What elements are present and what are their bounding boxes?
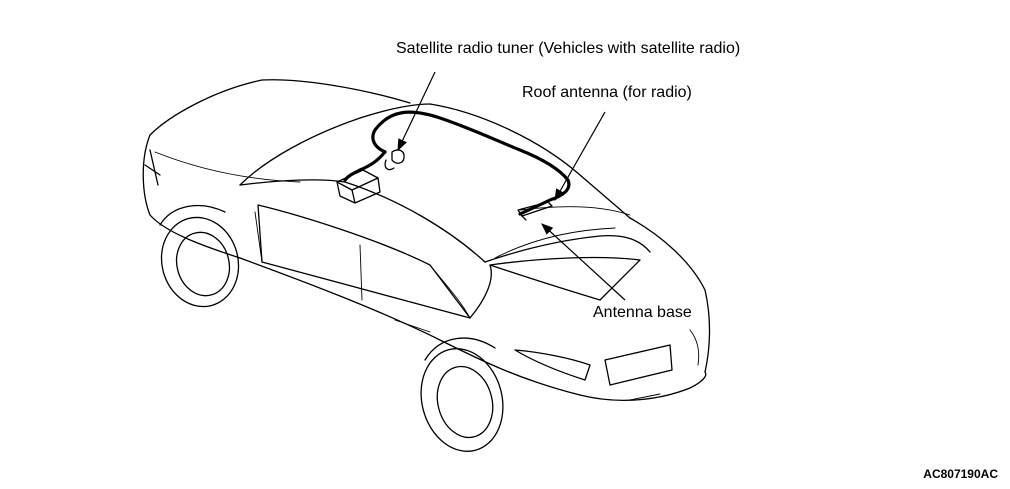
tuner-label: Satellite radio tuner (Vehicles with sat… [396,40,741,57]
satellite-radio-tuner [336,149,405,204]
roof-antenna-label: Roof antenna (for radio) [522,84,692,101]
roof-antenna-leader-arrow [554,111,606,202]
car-body [142,79,711,452]
antenna-base [517,201,553,221]
antenna-harness [371,110,571,216]
antenna-base-leader-arrow [541,223,626,301]
tuner-leader-arrow [397,71,436,152]
antenna-base-label: Antenna base [593,304,692,321]
figure-id: AC807190AC [923,467,998,481]
